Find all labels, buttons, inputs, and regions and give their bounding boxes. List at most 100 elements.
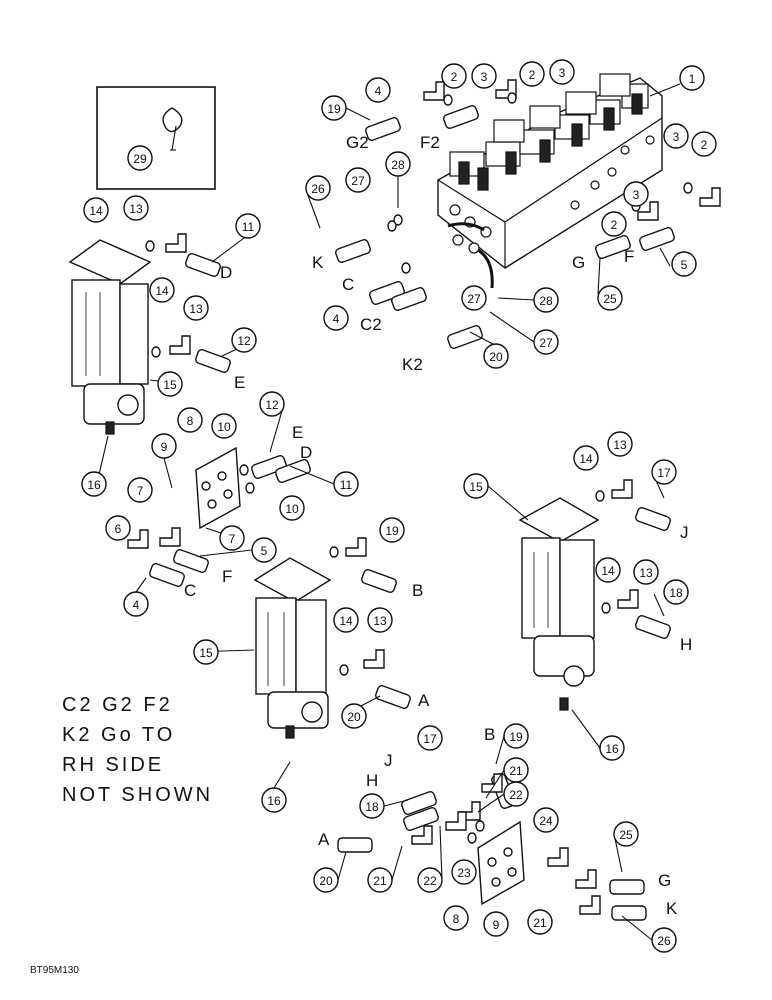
hose-end-fitting xyxy=(361,569,397,593)
svg-text:10: 10 xyxy=(217,420,231,434)
callout-3: 3 xyxy=(663,123,689,149)
elbow-fitting xyxy=(363,649,385,669)
hose-end-fitting xyxy=(195,349,231,373)
callout-13: 13 xyxy=(367,607,393,633)
callout-19: 19 xyxy=(379,517,405,543)
port-letter-j: J xyxy=(680,523,689,542)
port-letter-f: F xyxy=(222,567,232,586)
port-letter-e: E xyxy=(292,423,303,442)
drawing-code: BT95M130 xyxy=(30,965,79,976)
o-ring xyxy=(401,262,411,274)
callout-2: 2 xyxy=(601,211,627,237)
svg-text:16: 16 xyxy=(87,478,101,492)
svg-text:12: 12 xyxy=(265,398,279,412)
leader-line xyxy=(485,769,505,799)
svg-text:9: 9 xyxy=(161,440,168,454)
leader-line xyxy=(305,189,321,229)
svg-text:13: 13 xyxy=(129,202,143,216)
svg-text:14: 14 xyxy=(579,452,593,466)
leader-line xyxy=(391,845,403,881)
leader-line xyxy=(653,593,665,617)
svg-text:26: 26 xyxy=(657,934,671,948)
o-ring xyxy=(443,94,453,106)
svg-text:18: 18 xyxy=(669,586,683,600)
hose-end-fitting xyxy=(635,615,671,639)
svg-text:23: 23 xyxy=(457,866,471,880)
hose-end-fitting xyxy=(609,879,645,895)
svg-text:13: 13 xyxy=(613,438,627,452)
svg-text:19: 19 xyxy=(509,730,523,744)
leader-line xyxy=(383,799,409,807)
port-letter-d: D xyxy=(300,443,312,462)
callout-15: 15 xyxy=(157,371,183,397)
o-ring xyxy=(151,346,161,358)
callout-27: 27 xyxy=(533,329,559,355)
svg-text:4: 4 xyxy=(333,312,340,326)
port-letter-k2: K2 xyxy=(402,355,423,374)
cylinder-center xyxy=(253,557,332,739)
leader-line xyxy=(337,851,347,881)
port-letter-b: B xyxy=(484,725,495,744)
callout-14: 14 xyxy=(595,557,621,583)
callout-21: 21 xyxy=(503,757,529,783)
port-letter-g: G xyxy=(572,253,585,272)
svg-text:12: 12 xyxy=(237,334,251,348)
svg-text:11: 11 xyxy=(242,220,255,234)
svg-text:27: 27 xyxy=(539,336,553,350)
leader-line xyxy=(621,915,653,941)
port-letter-a: A xyxy=(318,830,330,849)
callout-11: 11 xyxy=(235,213,261,239)
leader-line xyxy=(135,577,147,593)
callout-4: 4 xyxy=(323,305,349,331)
leader-line xyxy=(597,257,601,295)
callout-7: 7 xyxy=(127,477,153,503)
elbow-fitting xyxy=(611,479,633,499)
callout-10: 10 xyxy=(279,495,305,521)
o-ring xyxy=(329,546,339,558)
svg-text:7: 7 xyxy=(137,484,144,498)
leader-line xyxy=(199,549,253,557)
svg-text:3: 3 xyxy=(481,70,488,84)
svg-text:21: 21 xyxy=(509,764,523,778)
callout-22: 22 xyxy=(417,867,443,893)
note-line-1: C2 G2 F2 xyxy=(62,694,173,716)
callout-3: 3 xyxy=(549,59,575,85)
svg-text:19: 19 xyxy=(385,524,399,538)
o-ring xyxy=(387,220,397,232)
callout-27: 27 xyxy=(461,285,487,311)
o-ring xyxy=(245,482,255,494)
svg-text:14: 14 xyxy=(601,564,615,578)
callout-28: 28 xyxy=(385,151,411,177)
svg-text:8: 8 xyxy=(453,912,460,926)
hose-end-fitting xyxy=(611,905,647,921)
note-text: C2 G2 F2 K2 Go TO RH SIDE NOT SHOWN xyxy=(62,690,213,810)
svg-text:25: 25 xyxy=(619,828,633,842)
hose-end-fitting xyxy=(443,105,479,129)
callout-9: 9 xyxy=(151,433,177,459)
callout-26: 26 xyxy=(651,927,677,953)
svg-text:5: 5 xyxy=(261,544,268,558)
svg-text:28: 28 xyxy=(391,158,405,172)
svg-text:27: 27 xyxy=(351,174,365,188)
port-letter-d: D xyxy=(220,263,232,282)
svg-text:18: 18 xyxy=(365,800,379,814)
hose-end-fitting xyxy=(275,459,311,483)
svg-text:20: 20 xyxy=(489,350,503,364)
svg-text:21: 21 xyxy=(533,916,547,930)
port-letter-c: C xyxy=(342,275,354,294)
svg-text:27: 27 xyxy=(467,292,481,306)
note-line-2: K2 Go TO xyxy=(62,724,176,746)
callout-14: 14 xyxy=(83,197,109,223)
hose-end-fitting xyxy=(365,117,401,141)
callout-19: 19 xyxy=(321,95,347,121)
leader-line xyxy=(497,297,535,301)
leader-line xyxy=(489,311,535,343)
o-ring xyxy=(467,832,477,844)
svg-text:15: 15 xyxy=(469,480,483,494)
hose-end-fitting xyxy=(251,455,287,479)
hose-end-fitting xyxy=(391,287,427,311)
callout-15: 15 xyxy=(193,639,219,665)
svg-text:29: 29 xyxy=(133,152,147,166)
o-ring xyxy=(393,214,403,226)
svg-text:20: 20 xyxy=(347,710,361,724)
